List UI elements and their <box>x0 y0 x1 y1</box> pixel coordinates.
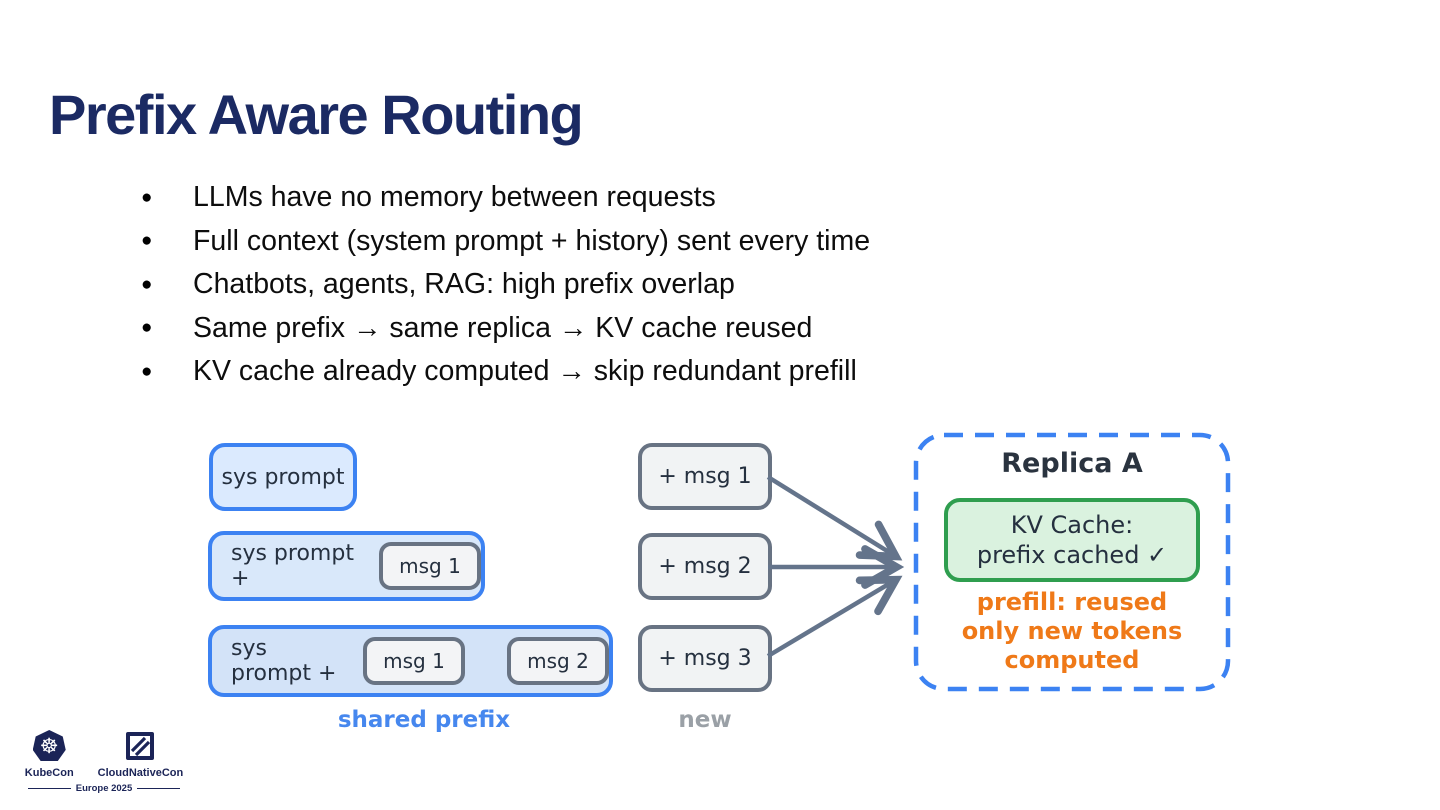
bullet-text: LLMs have no memory between requests <box>193 181 716 214</box>
cloudnativecon-label: CloudNativeCon <box>97 767 184 779</box>
cloudnativecon-icon <box>126 732 155 760</box>
new-msg1-label: + msg 1 <box>658 464 752 489</box>
list-item: ● KV cache already computed → skip redun… <box>141 350 870 394</box>
new-msg2-box: + msg 2 <box>638 533 772 600</box>
prefill-note-line3: computed <box>1004 646 1140 674</box>
list-item: ● Same prefix → same replica → KV cache … <box>141 307 870 351</box>
bullet-text: Same prefix → same replica → KV cache re… <box>193 311 813 344</box>
helm-wheel-glyph: ☸ <box>39 733 59 758</box>
new-msg1-box: + msg 1 <box>638 443 772 510</box>
bullet-icon: ● <box>141 186 153 208</box>
sys-prompt-label: sys prompt <box>221 464 345 490</box>
arrow-msg3 <box>766 575 903 658</box>
bullet-text: Full context (system prompt + history) s… <box>193 224 871 257</box>
kubernetes-helm-icon: ☸ <box>32 730 66 761</box>
kubecon-label: KubeCon <box>24 767 74 779</box>
bullet-icon: ● <box>141 360 153 382</box>
cloudnativecon-logo: CloudNativeCon <box>97 731 184 779</box>
replica-a-container: Replica A KV Cache: prefix cached ✓ pref… <box>913 432 1231 692</box>
arrow-msg1 <box>766 475 903 561</box>
kv-cache-box: KV Cache: prefix cached ✓ <box>944 498 1200 582</box>
kv-cache-line2: prefix cached ✓ <box>976 541 1168 569</box>
routing-arrows <box>766 475 905 658</box>
msg1-label: msg 1 <box>383 649 445 673</box>
prefill-note-line1: prefill: reused <box>976 588 1168 616</box>
bullet-text: Chatbots, agents, RAG: high prefix overl… <box>193 268 735 301</box>
msg2-label: msg 2 <box>527 649 589 673</box>
event-branding: ☸ KubeCon CloudNativeCon Europe 2025 <box>25 730 183 794</box>
bullet-icon: ● <box>141 317 153 339</box>
prefill-note: prefill: reused only new tokens computed <box>913 588 1231 675</box>
msg1-label: msg 1 <box>399 554 461 578</box>
list-item: ● Full context (system prompt + history)… <box>141 220 870 264</box>
new-caption: new <box>678 707 732 733</box>
list-item: ● Chatbots, agents, RAG: high prefix ove… <box>141 263 870 307</box>
sys-prompt-plus-label: sys prompt + <box>231 636 337 686</box>
event-edition-row: Europe 2025 <box>28 783 180 794</box>
new-msg2-label: + msg 2 <box>658 554 752 579</box>
bullet-icon: ● <box>141 230 153 252</box>
new-msg3-box: + msg 3 <box>638 625 772 692</box>
bullet-icon: ● <box>141 273 153 295</box>
sys-prompt-box: sys prompt <box>209 443 357 511</box>
bullet-list: ● LLMs have no memory between requests ●… <box>141 176 870 394</box>
page-title: Prefix Aware Routing <box>49 83 584 146</box>
msg2-pill: msg 2 <box>507 637 609 685</box>
kv-cache-line1: KV Cache: <box>1010 511 1134 539</box>
msg1-pill: msg 1 <box>363 637 465 685</box>
prefill-note-line2: only new tokens <box>961 617 1183 645</box>
list-item: ● LLMs have no memory between requests <box>141 176 870 220</box>
divider <box>28 788 71 789</box>
shared-prefix-caption: shared prefix <box>337 707 511 733</box>
event-edition: Europe 2025 <box>75 783 133 794</box>
divider <box>137 788 180 789</box>
new-msg3-label: + msg 3 <box>658 646 752 671</box>
sys-prompt-msg1-box: sys prompt + msg 1 <box>208 531 485 601</box>
sys-prompt-plus-label: sys prompt + <box>231 541 354 591</box>
kubecon-logo: ☸ KubeCon <box>25 730 74 779</box>
replica-dashed-border <box>913 432 1231 692</box>
msg1-pill: msg 1 <box>379 542 481 590</box>
replica-title: Replica A <box>1001 448 1143 479</box>
sys-prompt-msg1-msg2-box: sys prompt + msg 1 msg 2 <box>208 625 613 697</box>
bullet-text: KV cache already computed → skip redunda… <box>193 355 857 388</box>
